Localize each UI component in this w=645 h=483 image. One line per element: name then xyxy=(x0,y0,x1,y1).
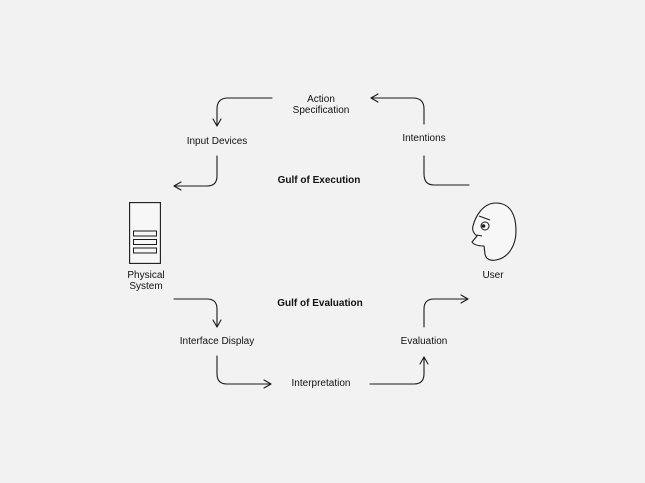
user-head-icon xyxy=(471,202,517,261)
computer-tower-icon xyxy=(129,202,161,264)
physical-system-line-1: Physical xyxy=(127,270,165,281)
action-specification-line-1: Action xyxy=(307,94,335,105)
input-devices-label: Input Devices xyxy=(186,136,248,147)
gulf-of-evaluation-label: Gulf of Evaluation xyxy=(277,298,363,309)
arrow-evaluation-to-user xyxy=(423,294,469,328)
gulf-of-execution-label: Gulf of Execution xyxy=(277,175,361,186)
user-label: User xyxy=(482,270,504,281)
arrow-actionspec-to-input xyxy=(212,97,273,127)
action-specification-label: Action Specification xyxy=(293,94,350,116)
arrow-input-to-system xyxy=(173,155,218,191)
intentions-label: Intentions xyxy=(402,133,446,144)
arrow-interpretation-to-evaluation xyxy=(369,356,429,385)
evaluation-label: Evaluation xyxy=(400,336,448,347)
interpretation-label: Interpretation xyxy=(291,378,351,389)
arrow-display-to-interpretation xyxy=(216,355,272,389)
physical-system-label: Physical System xyxy=(127,270,164,292)
action-specification-line-2: Specification xyxy=(292,105,350,116)
physical-system-line-2: System xyxy=(129,281,163,292)
arrow-user-to-intentions xyxy=(423,155,470,186)
arrow-system-to-display xyxy=(173,298,222,328)
arrow-intentions-to-actionspec xyxy=(370,93,425,125)
interface-display-label: Interface Display xyxy=(179,336,255,347)
